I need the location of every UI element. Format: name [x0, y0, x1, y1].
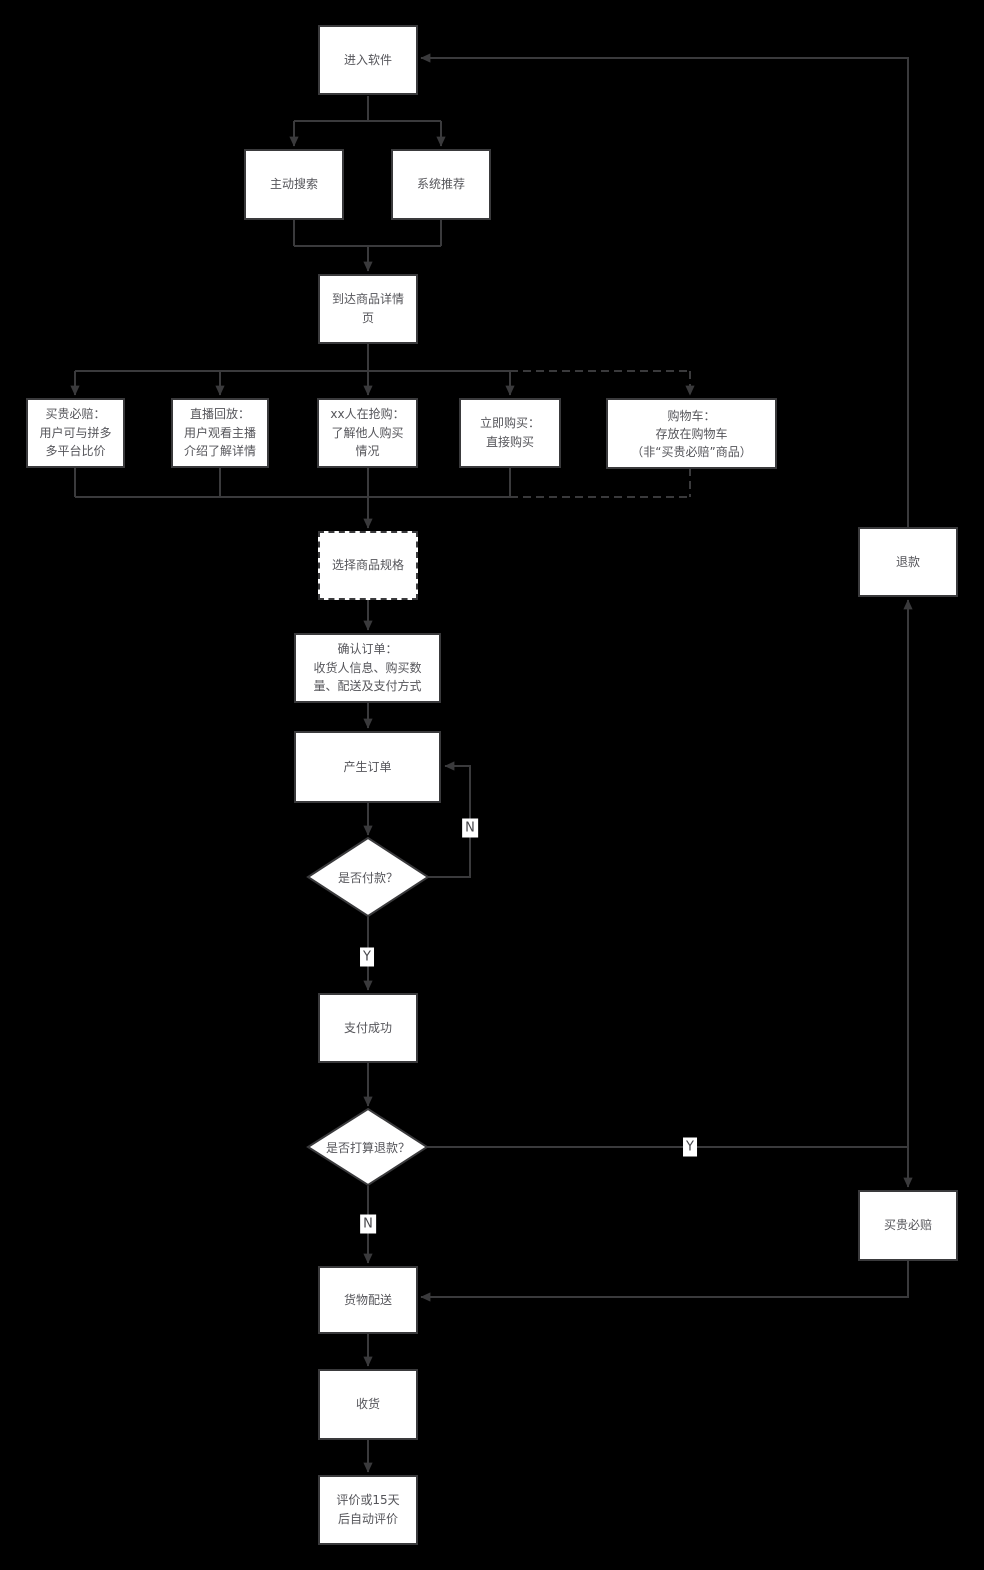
node-create-order: 产生订单 [294, 731, 441, 803]
node-price-protect-info: 买贵必赔： 用户可与拼多 多平台比价 [26, 398, 125, 468]
edge-refund-to-enter [420, 53, 909, 527]
node-confirm-order: 确认订单： 收货人信息、购买数 量、配送及支付方式 [294, 633, 441, 703]
decision-refund-label: 是否打算退款？ [325, 1140, 410, 1155]
edge-label-pay-yes: Y [360, 947, 374, 967]
node-price-compensation: 买贵必赔 [858, 1190, 958, 1261]
node-cart: 购物车： 存放在购物车 （非“买贵必赔”商品） [606, 398, 777, 469]
node-pay-success: 支付成功 [318, 993, 418, 1063]
node-enter-app: 进入软件 [318, 25, 418, 95]
node-active-search: 主动搜索 [244, 149, 344, 220]
edge-label-refund-no: N [360, 1214, 376, 1234]
edge-label-pay-no: N [462, 818, 478, 838]
decision-refund-shape [306, 1107, 429, 1187]
edge-label-refund-yes: Y [683, 1137, 697, 1157]
decision-pay-shape [306, 836, 430, 918]
node-system-recommend: 系统推荐 [391, 149, 491, 220]
node-live-replay: 直播回放： 用户观看主播 介绍了解详情 [171, 398, 269, 468]
node-refund: 退款 [858, 527, 958, 597]
node-rush-info: xx人在抢购： 了解他人购买 情况 [317, 398, 418, 468]
node-receive-goods: 收货 [318, 1369, 418, 1440]
node-select-spec: 选择商品规格 [318, 531, 418, 600]
node-delivery: 货物配送 [318, 1266, 418, 1334]
node-buy-now: 立即购买： 直接购买 [459, 398, 561, 468]
edge-compensation-to-delivery [420, 1261, 909, 1302]
node-review: 评价或15天 后自动评价 [318, 1475, 418, 1545]
node-product-detail: 到达商品详情 页 [318, 274, 418, 344]
decision-pay-label: 是否付款？ [337, 870, 398, 885]
